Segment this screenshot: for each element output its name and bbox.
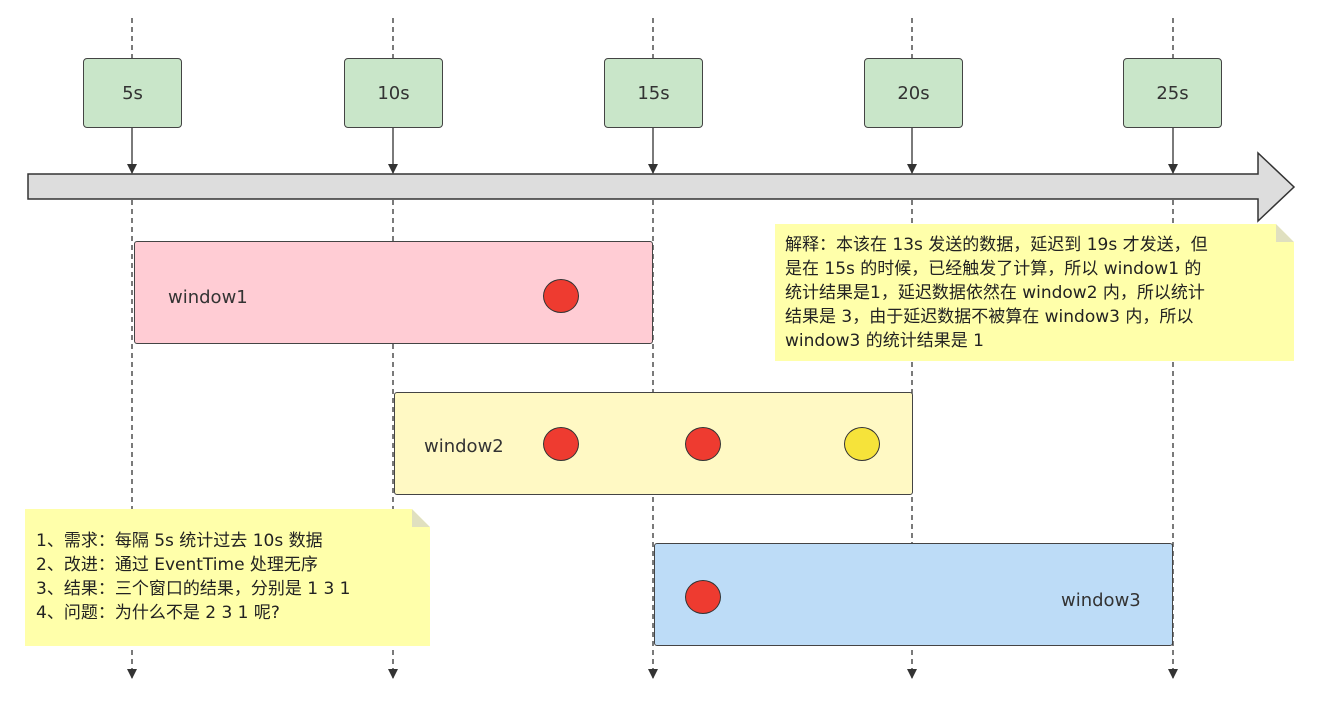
explanation-line: 统计结果是1，延迟数据依然在 window2 内，所以统计 [785, 283, 1205, 303]
window3-box: window3 [654, 543, 1173, 646]
tick-box-5s: 5s [83, 58, 182, 128]
late-event-dot [844, 427, 880, 461]
tick-box-15s: 15s [604, 58, 703, 128]
event-dot [685, 580, 721, 614]
explanation-line: 结果是 3，由于延迟数据不被算在 window3 内，所以 [785, 307, 1194, 327]
window1-label: window1 [168, 287, 248, 308]
summary-line: 2、改进：通过 EventTime 处理无序 [36, 555, 318, 575]
tick-label: 5s [122, 82, 143, 104]
explanation-line: 解释：本该在 13s 发送的数据，延迟到 19s 才发送，但 [785, 235, 1208, 255]
tick-box-20s: 20s [864, 58, 963, 128]
event-dot [543, 427, 579, 461]
window2-label: window2 [424, 436, 504, 457]
event-dot [543, 279, 579, 313]
summary-line: 1、需求：每隔 5s 统计过去 10s 数据 [36, 531, 323, 551]
timeline-arrow [27, 151, 1296, 223]
tick-label: 20s [897, 82, 930, 104]
event-dot [685, 427, 721, 461]
window1-box: window1 [134, 241, 653, 344]
summary-line: 3、结果：三个窗口的结果，分别是 1 3 1 [36, 579, 351, 599]
tick-label: 25s [1156, 82, 1189, 104]
tick-label: 10s [377, 82, 410, 104]
tick-box-25s: 25s [1123, 58, 1222, 128]
tick-box-10s: 10s [344, 58, 443, 128]
summary-line: 4、问题：为什么不是 2 3 1 呢? [36, 603, 280, 623]
tick-label: 15s [637, 82, 670, 104]
window2-box: window2 [394, 392, 913, 495]
note-fold-corner [412, 509, 430, 527]
window3-label: window3 [1061, 590, 1141, 611]
tick-connectors [127, 128, 1178, 174]
note-fold-corner [1276, 224, 1294, 242]
explanation-line: window3 的统计结果是 1 [785, 331, 984, 351]
explanation-note: 解释：本该在 13s 发送的数据，延迟到 19s 才发送，但 是在 15s 的时… [775, 224, 1294, 361]
summary-note: 1、需求：每隔 5s 统计过去 10s 数据 2、改进：通过 EventTime… [25, 509, 430, 646]
explanation-line: 是在 15s 的时候，已经触发了计算，所以 window1 的 [785, 259, 1202, 279]
